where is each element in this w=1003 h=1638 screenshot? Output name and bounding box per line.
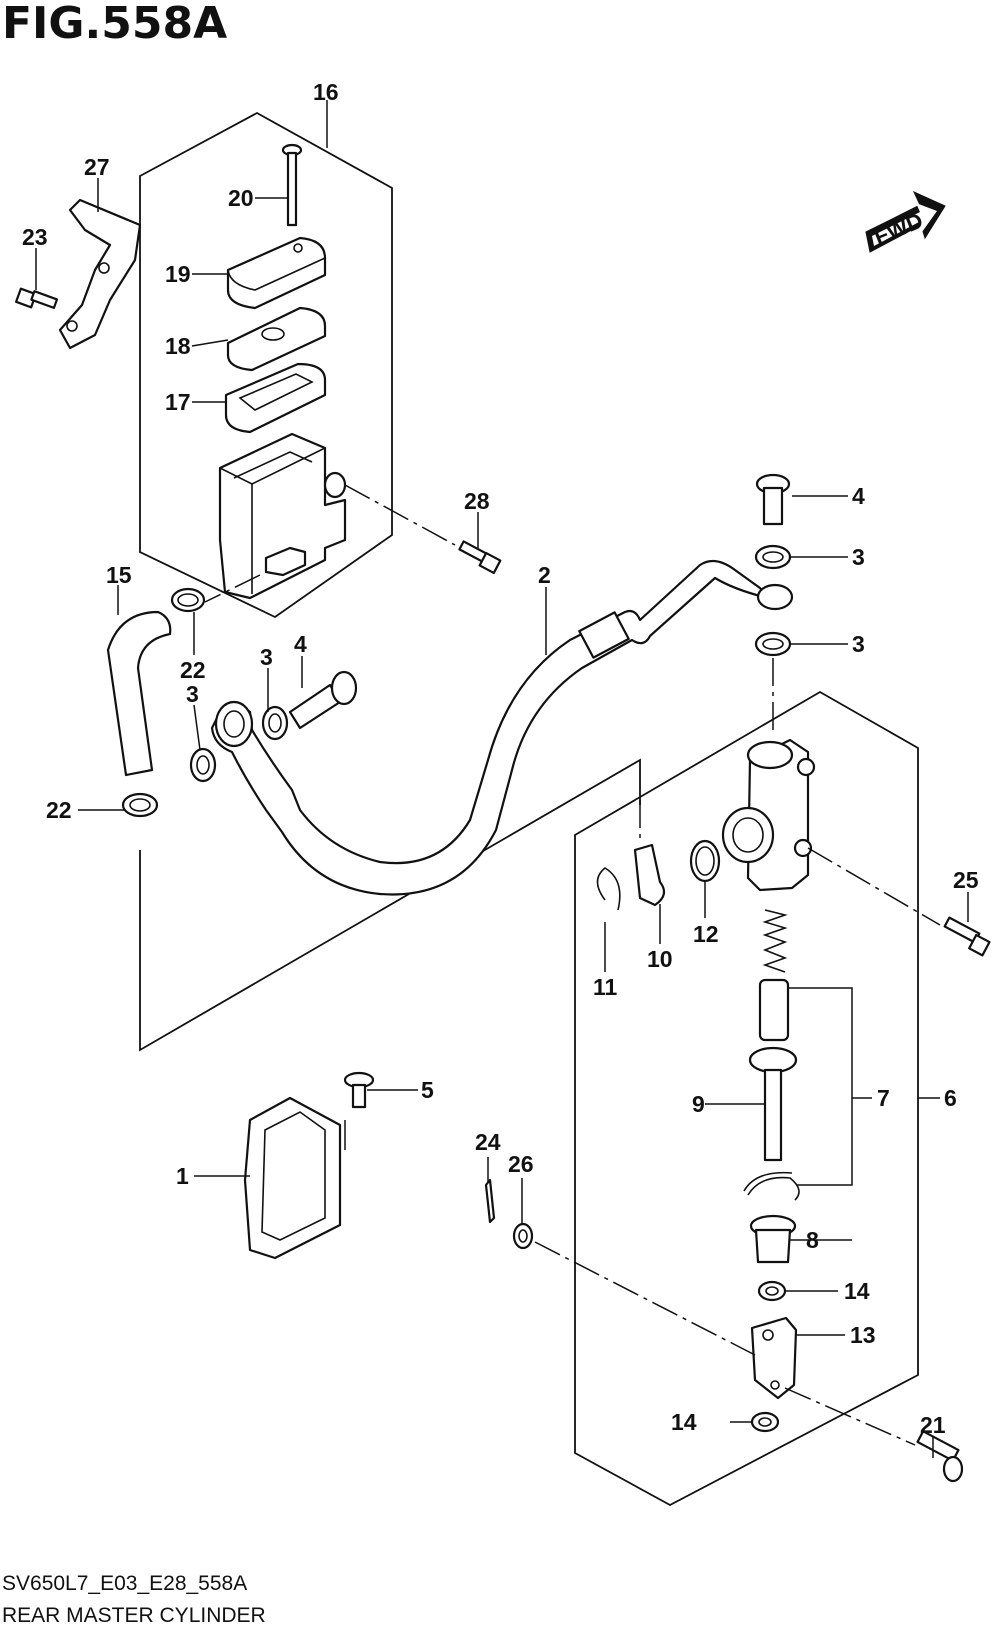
callout-22-b: 22	[46, 797, 72, 823]
callout-18: 18	[165, 333, 191, 359]
washer-3-a	[189, 747, 217, 783]
centerline-bolt-28	[344, 484, 456, 546]
banjo-bolt-4-left	[288, 670, 358, 730]
bracket-27	[58, 198, 142, 350]
screw-5	[343, 1071, 375, 1109]
bolt-28	[458, 540, 502, 575]
diaphragm-17	[224, 362, 327, 434]
washer-3-d	[754, 631, 792, 657]
clamp-22-lower	[121, 792, 159, 818]
circlip-11	[596, 867, 621, 911]
nut-14-lower	[750, 1411, 780, 1433]
callout-26: 26	[508, 1151, 534, 1177]
callout-1: 1	[176, 1163, 189, 1189]
callout-23: 23	[22, 224, 48, 250]
o-ring-12	[689, 839, 721, 883]
cap-19	[226, 236, 327, 310]
bolt-25	[943, 916, 991, 957]
callout-4-a: 4	[294, 631, 307, 657]
callout-27: 27	[84, 154, 110, 180]
cotter-pin-24	[484, 1178, 496, 1224]
group-box-6	[574, 690, 919, 1507]
callout-10: 10	[647, 946, 673, 972]
callout-25: 25	[953, 867, 979, 893]
callout-20: 20	[228, 185, 254, 211]
callout-19: 19	[165, 261, 191, 287]
master-cylinder-body	[721, 738, 816, 892]
pushrod-9	[748, 1046, 798, 1162]
centerline-bolt-25	[807, 847, 941, 926]
centerline-pin-21	[534, 1241, 916, 1446]
washer-26	[512, 1222, 534, 1250]
group-box-16	[139, 111, 393, 619]
callout-3-c: 3	[852, 544, 865, 570]
clevis-pin-21	[916, 1430, 964, 1483]
figure-code: SV650L7_E03_E28_558A	[2, 1572, 248, 1595]
callout-16: 16	[313, 79, 339, 105]
fwd-label: FWD	[871, 208, 927, 250]
callout-14-a: 14	[844, 1278, 870, 1304]
callout-12: 12	[693, 921, 719, 947]
centerline-reservoir	[204, 574, 261, 603]
screw-20	[281, 143, 303, 227]
callout-3-d: 3	[852, 631, 865, 657]
boot-8	[749, 1214, 797, 1264]
leader-lines	[35, 100, 969, 1458]
callout-labels: 16 27 23 20 19 18 17 28 2 15 22 3 4 3 22…	[22, 79, 979, 1438]
callout-28: 28	[464, 488, 490, 514]
washer-3-b	[261, 705, 289, 741]
figure-title: FIG.558A	[2, 0, 228, 49]
callout-11: 11	[593, 974, 618, 1000]
elbow-10	[633, 843, 666, 907]
callout-24: 24	[475, 1129, 501, 1155]
hose-15	[106, 610, 172, 777]
clamp-22-upper	[170, 587, 206, 613]
callout-2: 2	[538, 562, 551, 588]
circlip-8	[743, 1171, 800, 1201]
callout-3-b: 3	[186, 681, 199, 707]
callout-15: 15	[106, 562, 132, 588]
callout-7: 7	[877, 1085, 890, 1111]
callout-5: 5	[421, 1077, 434, 1103]
plate-18	[226, 306, 327, 372]
nut-14-upper	[757, 1280, 787, 1302]
callout-22-a: 22	[180, 657, 206, 683]
callout-13: 13	[850, 1322, 876, 1348]
callout-6: 6	[944, 1085, 957, 1111]
callout-8: 8	[806, 1227, 819, 1253]
group-box-15-22	[139, 758, 641, 1052]
piston-7	[758, 978, 790, 1042]
callout-4-b: 4	[852, 483, 865, 509]
hose-2	[210, 559, 794, 896]
callout-21: 21	[920, 1412, 946, 1438]
bolt-23	[14, 287, 59, 309]
clevis-13	[750, 1316, 798, 1400]
fwd-arrow-icon: FWD	[865, 190, 946, 253]
washer-3-c	[754, 544, 792, 570]
callout-9: 9	[692, 1091, 705, 1117]
banjo-bolt-4-right	[755, 473, 791, 526]
figure-name: REAR MASTER CYLINDER	[2, 1604, 266, 1627]
cover-1	[243, 1096, 342, 1260]
spring	[762, 909, 788, 973]
reservoir-body	[218, 432, 347, 600]
callout-14-b: 14	[671, 1409, 697, 1435]
callout-3-a: 3	[260, 644, 273, 670]
callout-17: 17	[165, 389, 191, 415]
